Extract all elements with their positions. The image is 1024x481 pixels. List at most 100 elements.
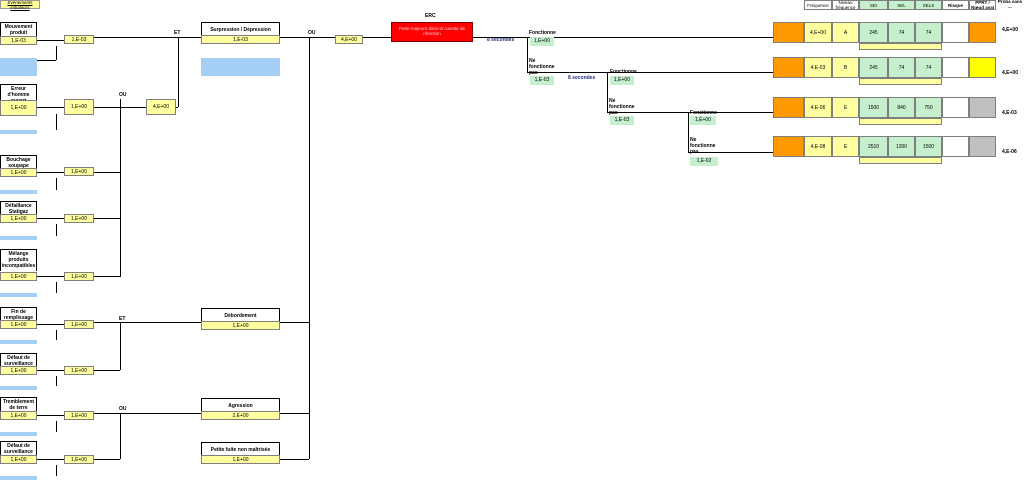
event-label: Défaut de surveillance	[0, 441, 37, 455]
connector	[37, 218, 64, 219]
connector	[527, 72, 773, 73]
connector	[37, 459, 64, 460]
top-event-value: 4,E+00	[335, 35, 363, 44]
event-label: Défaut de surveillance	[0, 353, 37, 366]
row-sub-yellow	[859, 43, 942, 50]
header-proba: Proba sans ...	[997, 0, 1023, 9]
event-value: 1,E+00	[0, 168, 37, 177]
event-value: 1,E+00	[0, 214, 37, 223]
header-frequency: Fréquence	[804, 0, 832, 10]
row-result: 4,E-03	[1002, 110, 1017, 116]
connector	[527, 37, 528, 72]
duration-label: 8 secondes	[568, 75, 596, 81]
gate-and: ET	[174, 30, 181, 36]
connector	[94, 276, 120, 277]
branch-fail-value: 1,E-02	[690, 157, 718, 166]
gate-input-value: 1,E+00	[64, 272, 94, 281]
event-value: 1,E+00	[0, 455, 37, 464]
row-sel: 74	[888, 22, 915, 43]
connector	[94, 370, 120, 371]
connector	[280, 322, 309, 323]
branch-success-label: Fonctionne	[610, 69, 637, 75]
event-label: Défaillance Statigaz	[0, 201, 37, 214]
row-frequency: 4,E-03	[804, 57, 832, 78]
gate-input-value: 1,E+00	[64, 455, 94, 464]
event-note-cell	[0, 236, 37, 240]
row-frequency-level: A	[832, 22, 859, 43]
event-note-cell	[0, 476, 37, 480]
row-frequency-level: E	[832, 97, 859, 118]
header-sels: SELS	[915, 0, 942, 10]
gate-input-value: 1,E+00	[64, 99, 94, 115]
row-orange-cell	[773, 136, 804, 157]
header-pprt: PPRT / Nœud aval	[969, 0, 996, 10]
row-orange-cell	[773, 97, 804, 118]
event-note-cell	[0, 432, 37, 436]
connector	[56, 46, 57, 60]
branch-fail-value: 1,E-03	[610, 116, 634, 125]
gate-input-value: 1,E+00	[64, 366, 94, 375]
event-label: Fin de remplissage	[0, 307, 37, 320]
erc-box: Perte majeure dans la cuvette de rétenti…	[391, 22, 473, 42]
event-note-cell	[0, 386, 37, 390]
connector	[688, 112, 689, 152]
gate-or: OU	[119, 92, 127, 98]
header-sel: SEL	[888, 0, 915, 10]
gate-input-value: 1,E+00	[64, 167, 94, 176]
connector	[37, 324, 64, 325]
row-sub-yellow	[859, 157, 942, 164]
row-sel: 840	[888, 97, 915, 118]
row-sei: 245	[859, 57, 888, 78]
row-sel: 74	[888, 57, 915, 78]
header-sei: SEI	[859, 0, 888, 10]
intermediate-event-label: Petite fuite non maîtrisée	[201, 442, 280, 455]
row-risk	[942, 97, 969, 118]
row-risk	[942, 22, 969, 43]
connector	[37, 60, 56, 61]
connector	[176, 107, 178, 108]
connector	[56, 330, 57, 340]
event-label: Bouchage soupape	[0, 155, 37, 168]
header-risk: Risque	[942, 0, 969, 10]
event-value: 1,E+00	[0, 272, 37, 281]
branch-success-label: Fonctionne	[690, 110, 717, 116]
connector	[280, 37, 335, 38]
event-note-cell	[0, 340, 37, 344]
connector	[280, 459, 309, 460]
gate-output-value: 4,E+00	[146, 99, 176, 115]
row-orange-cell	[773, 57, 804, 78]
connector	[607, 112, 773, 113]
connector	[56, 376, 57, 386]
connector	[56, 114, 57, 130]
connector	[94, 37, 201, 38]
connector	[280, 413, 309, 414]
header-frequency-level: Niveau fréquence	[832, 0, 859, 10]
event-note-cell	[0, 58, 37, 76]
row-risk	[942, 57, 969, 78]
intermediate-event-value: 1,E+00	[201, 455, 280, 464]
intermediate-note-cell	[201, 58, 280, 76]
gate-or: OU	[119, 406, 127, 412]
connector	[37, 107, 64, 108]
row-frequency: 4,E-06	[804, 97, 832, 118]
row-pprt	[969, 57, 996, 78]
gate-or: OU	[308, 30, 316, 36]
row-pprt	[969, 97, 996, 118]
event-label: Mouvement produit	[0, 22, 37, 36]
event-note-cell	[0, 130, 37, 134]
intermediate-event-value: 2,E+00	[201, 411, 280, 420]
row-frequency: 4,E-08	[804, 136, 832, 157]
connector	[37, 276, 64, 277]
event-value: 1,E-03	[0, 36, 37, 45]
row-result: 4,E-06	[1002, 149, 1017, 155]
title-badge-text: Evénements initiateurs	[7, 0, 33, 10]
event-value: 1,E+00	[0, 366, 37, 375]
gate-and: ET	[119, 316, 126, 322]
event-label: Mélange produits incompatibles	[0, 249, 37, 271]
connector	[56, 224, 57, 236]
connector	[37, 415, 64, 416]
connector	[94, 218, 120, 219]
intermediate-event-value: 1,E+00	[201, 321, 280, 330]
gate-input-value: 1,E-03	[64, 35, 94, 44]
row-frequency-level: E	[832, 136, 859, 157]
